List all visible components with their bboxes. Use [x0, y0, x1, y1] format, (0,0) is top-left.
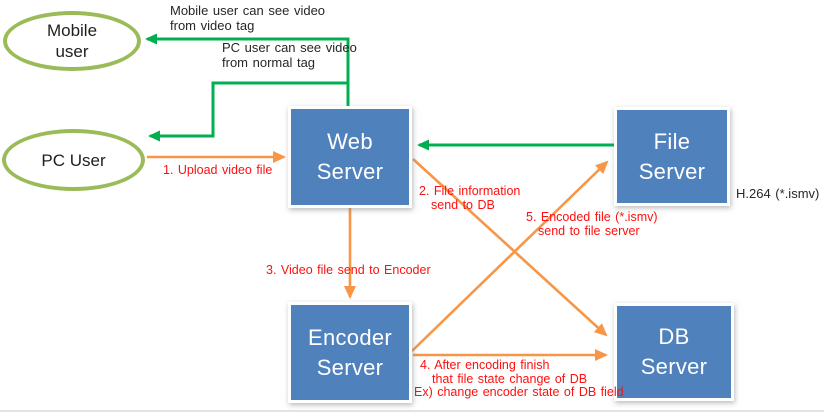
- file-server-label-line2: Server: [638, 158, 706, 184]
- mobile-user-node: Mobile user: [3, 11, 141, 71]
- web-server-node: Web Server: [288, 106, 412, 208]
- encoder-server-label-line2: Server: [316, 354, 384, 380]
- encoder-server-label-line1: Encoder: [307, 324, 393, 350]
- annotation-pc-video-line1: PC user can see video: [222, 40, 357, 55]
- step5-label: 5. Encoded file (*.ismv) send to file se…: [526, 210, 658, 238]
- encoder-server-node: Encoder Server: [288, 302, 412, 403]
- web-server-label-line2: Server: [316, 159, 384, 184]
- step4-line3: Ex) change encoder state of DB field: [414, 385, 624, 399]
- web-server-label-line1: Web: [327, 129, 373, 154]
- file-server-node: File Server: [614, 107, 730, 206]
- slide-bottom-border: [0, 410, 824, 412]
- db-server-label-line2: Server: [640, 354, 708, 379]
- step4-line1: 4. After encoding finish: [420, 358, 550, 372]
- step2-line2: send to DB: [431, 197, 495, 212]
- db-server-label-line1: DB: [658, 324, 690, 349]
- step2-label: 2. File information send to DB: [419, 184, 521, 212]
- annotation-mobile-video: Mobile user can see video from video tag: [170, 3, 326, 33]
- step3-text: 3. Video file send to Encoder: [266, 263, 431, 277]
- file-server-label-line1: File: [653, 128, 691, 154]
- step3-label: 3. Video file send to Encoder: [266, 263, 431, 278]
- annotation-mobile-video-line2: from video tag: [170, 17, 255, 33]
- step1-label: 1. Upload video file: [163, 163, 273, 178]
- step2-line1: 2. File information: [419, 184, 521, 198]
- pc-user-label: PC User: [41, 150, 106, 170]
- mobile-user-label-line2: user: [55, 42, 89, 61]
- step5-line2: send to file server: [538, 223, 640, 238]
- step4-line2: that file state change of DB: [432, 371, 588, 386]
- annotation-mobile-video-line1: Mobile user can see video: [170, 3, 326, 18]
- db-server-node: DB Server: [614, 303, 734, 401]
- annotation-pc-video-line2: from normal tag: [222, 54, 316, 70]
- annotation-h264-text: H.264 (*.ismv): [736, 186, 820, 201]
- pc-user-node: PC User: [2, 129, 145, 191]
- step1-text: 1. Upload video file: [163, 163, 273, 177]
- step5-line1: 5. Encoded file (*.ismv): [526, 210, 658, 224]
- annotation-pc-video: PC user can see video from normal tag: [222, 40, 357, 70]
- step4-label: 4. After encoding finish that file state…: [414, 358, 624, 400]
- mobile-user-label-line1: Mobile: [46, 21, 98, 40]
- annotation-h264: H.264 (*.ismv): [736, 186, 820, 202]
